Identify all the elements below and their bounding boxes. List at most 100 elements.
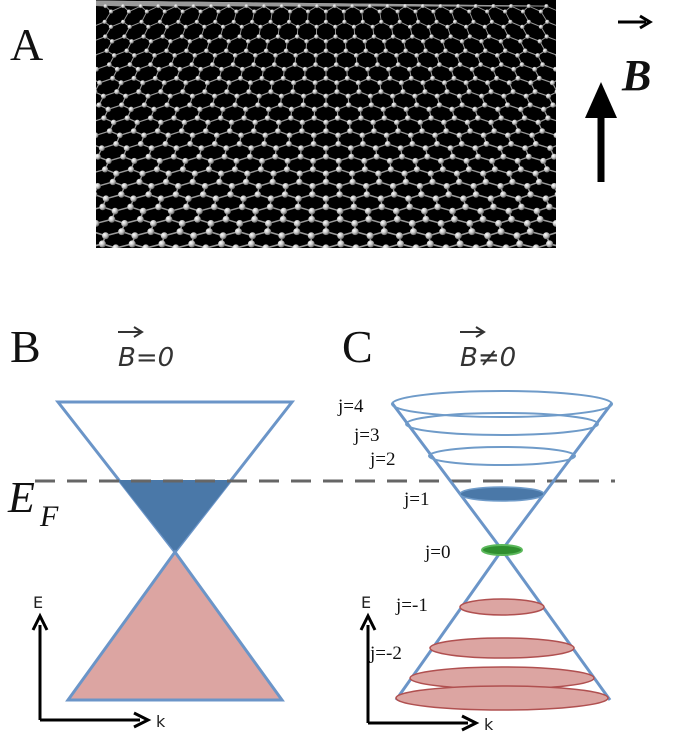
- carbon-bond: [265, 256, 280, 260]
- carbon-atom: [505, 252, 512, 259]
- carbon-bond: [448, 256, 464, 260]
- carbon-atom: [430, 75, 436, 81]
- carbon-atom: [213, 132, 220, 139]
- carbon-atom: [172, 53, 178, 58]
- carbon-bond: [584, 65, 597, 70]
- carbon-atom: [238, 132, 244, 139]
- carbon-atom: [540, 62, 546, 68]
- carbon-bond: [5, 223, 10, 231]
- landau-level-labels: j=4 j=3 j=2 j=1 j=0 j=-1 j=-2: [337, 396, 451, 664]
- carbon-atom: [164, 48, 169, 54]
- carbon-atom: [410, 34, 415, 39]
- carbon-atom: [551, 182, 556, 190]
- level-label-j2: j=2: [369, 449, 396, 470]
- carbon-atom: [566, 252, 573, 259]
- carbon-bond: [601, 194, 613, 198]
- carbon-bond: [510, 5, 524, 12]
- carbon-bond: [27, 169, 38, 173]
- carbon-atom: [100, 93, 107, 99]
- carbon-bond: [608, 186, 612, 194]
- carbon-atom: [297, 4, 302, 9]
- carbon-atom: [570, 166, 576, 172]
- arrow-up-icon: [31, 612, 49, 631]
- carbon-atom: [463, 80, 469, 86]
- carbon-bond: [588, 174, 592, 182]
- carbon-atom: [183, 203, 190, 211]
- carbon-atom: [224, 89, 230, 95]
- carbon-atom: [144, 48, 149, 54]
- carbon-bond: [96, 36, 106, 41]
- carbon-atom: [573, 102, 578, 107]
- carbon-bond: [0, 244, 13, 248]
- carbon-atom: [520, 24, 525, 30]
- carbon-bond: [596, 244, 609, 248]
- carbon-bond: [86, 122, 90, 131]
- carbon-atom: [232, 244, 240, 248]
- carbon-atom: [350, 195, 357, 202]
- carbon-bond: [311, 256, 326, 260]
- carbon-bond: [96, 69, 97, 72]
- carbon-atom: [54, 80, 59, 85]
- fermi-symbol: E: [7, 473, 35, 522]
- carbon-atom: [529, 132, 536, 139]
- carbon-bond: [235, 247, 236, 248]
- carbon-bond: [81, 92, 95, 96]
- carbon-atom: [497, 228, 505, 236]
- carbon-bond: [26, 211, 30, 219]
- carbon-atom: [140, 80, 146, 86]
- carbon-bond: [641, 169, 651, 173]
- carbon-atom: [558, 25, 562, 29]
- carbon-bond: [81, 109, 86, 118]
- carbon-atom: [380, 228, 388, 236]
- carbon-atom: [535, 252, 542, 259]
- carbon-bond: [600, 256, 617, 260]
- carbon-atom: [83, 107, 88, 112]
- carbon-atom: [416, 19, 421, 25]
- carbon-atom: [526, 228, 534, 236]
- carbon-atom: [487, 195, 495, 202]
- carbon-atom: [277, 240, 285, 248]
- carbon-bond: [582, 78, 596, 82]
- carbon-bond: [662, 182, 673, 186]
- carbon-atom: [226, 4, 232, 9]
- carbon-bond: [566, 37, 579, 42]
- carbon-atom: [408, 75, 414, 81]
- carbon-atom: [637, 170, 643, 176]
- carbon-atom: [360, 141, 366, 147]
- carbon-atom: [479, 215, 487, 223]
- carbon-atom: [70, 89, 75, 94]
- carbon-bond: [539, 256, 556, 260]
- carbon-atom: [498, 39, 504, 44]
- carbon-bond: [63, 232, 76, 236]
- carbon-atom: [148, 39, 154, 44]
- carbon-bond: [667, 194, 677, 198]
- carbon-atom: [380, 220, 387, 227]
- carbon-atom: [292, 252, 299, 259]
- carbon-atom: [376, 178, 383, 186]
- carbon-atom: [664, 170, 670, 176]
- carbon-atom: [259, 75, 265, 81]
- carbon-atom: [160, 232, 168, 240]
- carbon-atom: [294, 203, 302, 211]
- carbon-atom: [547, 145, 554, 152]
- carbon-atom: [349, 178, 356, 186]
- carbon-bond: [662, 186, 667, 194]
- carbon-bond: [67, 135, 72, 144]
- carbon-atom: [576, 154, 582, 160]
- carbon-atom: [266, 106, 272, 113]
- carbon-atom: [153, 166, 161, 173]
- carbon-atom: [664, 191, 671, 198]
- carbon-bond: [628, 194, 639, 198]
- carbon-bond: [555, 68, 556, 70]
- carbon-atom: [256, 34, 262, 39]
- carbon-bond: [43, 118, 57, 122]
- carbon-atom: [358, 115, 364, 121]
- carbon-atom: [449, 207, 456, 215]
- carbon-atom: [657, 252, 664, 259]
- carbon-atom: [195, 75, 201, 81]
- carbon-bond: [589, 232, 606, 236]
- carbon-atom: [391, 102, 397, 108]
- carbon-bond: [67, 186, 71, 194]
- carbon-atom: [593, 244, 600, 251]
- carbon-atom: [554, 191, 556, 198]
